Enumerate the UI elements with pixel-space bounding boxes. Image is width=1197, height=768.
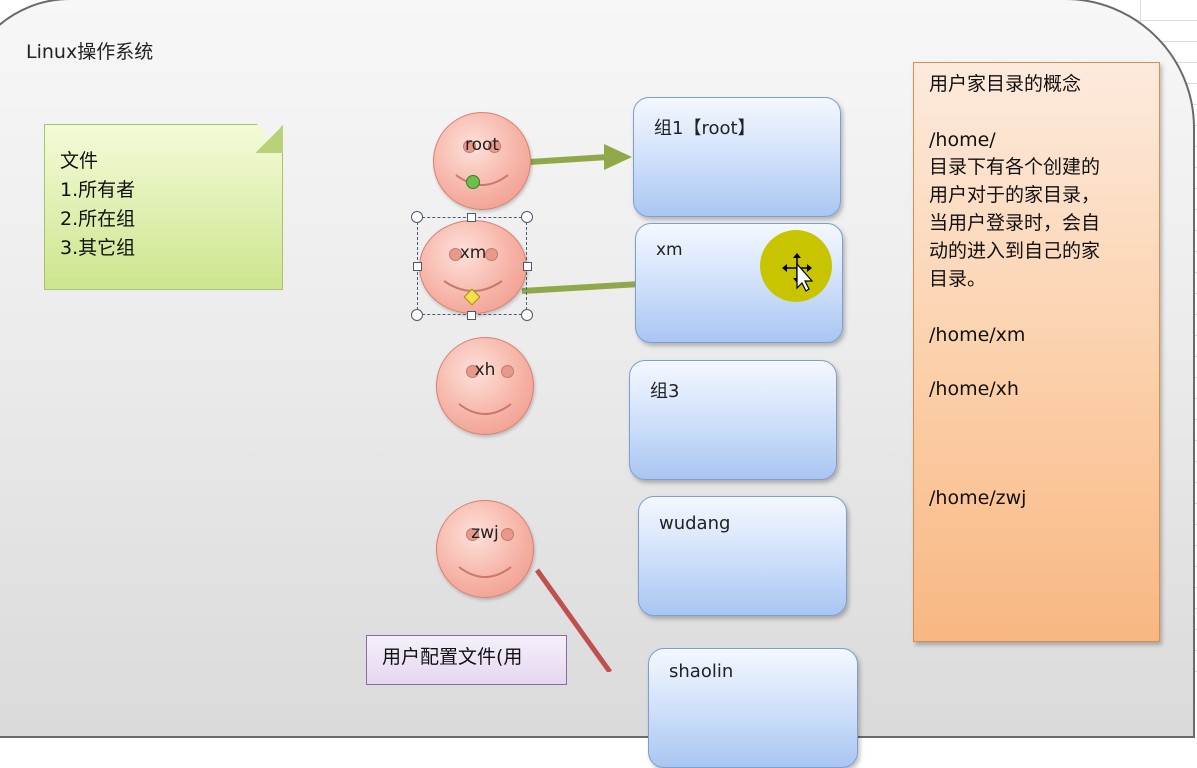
group1-box[interactable]: 组1【root】 xyxy=(633,97,841,217)
info-desc-line: 动的进入到自己的家 xyxy=(929,240,1101,262)
eye xyxy=(466,365,479,378)
info-desc-line: 当用户登录时，会自 xyxy=(929,212,1101,234)
info-example-xh: /home/xh xyxy=(929,378,1019,400)
group-label: 组1【root】 xyxy=(654,118,756,139)
eye xyxy=(501,528,514,541)
user-xh-face[interactable]: xh xyxy=(436,337,534,435)
diagram-title: Linux操作系统 xyxy=(26,41,154,63)
user-config-note[interactable]: 用户配置文件(用 xyxy=(366,635,567,685)
group-wudang-box[interactable]: wudang xyxy=(638,496,847,616)
eye xyxy=(449,248,462,261)
user-label: root xyxy=(464,135,500,155)
eye xyxy=(463,140,476,153)
info-desc-line: 用户对于的家目录， xyxy=(929,184,1101,206)
group-shaolin-box[interactable]: shaolin xyxy=(648,648,858,768)
info-path: /home/ xyxy=(929,129,996,151)
info-desc-line: 目录下有各个创建的 xyxy=(929,156,1101,178)
note-fold-corner xyxy=(256,124,283,153)
note-line: 文件 xyxy=(60,150,99,172)
resize-handle[interactable] xyxy=(523,262,532,271)
resize-handle[interactable] xyxy=(521,309,533,321)
smile xyxy=(455,174,509,186)
note-line: 3.其它组 xyxy=(60,237,136,259)
eye xyxy=(488,140,501,153)
adjust-handle[interactable] xyxy=(466,175,480,189)
user-label: xm xyxy=(459,243,487,263)
eye xyxy=(466,528,479,541)
user-root-face[interactable]: root xyxy=(433,112,531,210)
home-directory-info-panel[interactable]: 用户家目录的概念 /home/ 目录下有各个创建的 用户对于的家目录， 当用户登… xyxy=(913,62,1160,642)
info-heading: 用户家目录的概念 xyxy=(929,73,1082,95)
group-xm-box[interactable]: xm xyxy=(635,223,843,343)
user-label: zwj xyxy=(471,523,499,543)
file-permissions-note[interactable]: 文件 1.所有者 2.所在组 3.其它组 xyxy=(44,124,283,290)
resize-handle[interactable] xyxy=(411,309,423,321)
info-example-zwj: /home/zwj xyxy=(929,487,1027,509)
group3-box[interactable]: 组3 xyxy=(629,360,837,480)
info-desc-line: 目录。 xyxy=(929,268,987,290)
note-line: 1.所有者 xyxy=(60,179,136,201)
note-line: 2.所在组 xyxy=(60,208,136,230)
group-label: wudang xyxy=(659,513,731,534)
resize-handle[interactable] xyxy=(467,213,476,222)
resize-handle[interactable] xyxy=(521,211,533,223)
group-label: xm xyxy=(656,240,683,260)
info-example-xm: /home/xm xyxy=(929,324,1026,346)
cursor-highlight xyxy=(760,230,832,302)
user-zwj-face[interactable]: zwj xyxy=(436,500,534,598)
resize-handle[interactable] xyxy=(411,211,423,223)
smile xyxy=(458,403,512,415)
resize-handle[interactable] xyxy=(467,311,476,320)
resize-handle[interactable] xyxy=(413,262,422,271)
user-label: xh xyxy=(474,360,496,380)
smile xyxy=(458,566,512,578)
eye xyxy=(501,365,514,378)
move-cursor-icon xyxy=(782,253,814,292)
group-label: 组3 xyxy=(650,381,680,402)
eye xyxy=(485,248,498,261)
